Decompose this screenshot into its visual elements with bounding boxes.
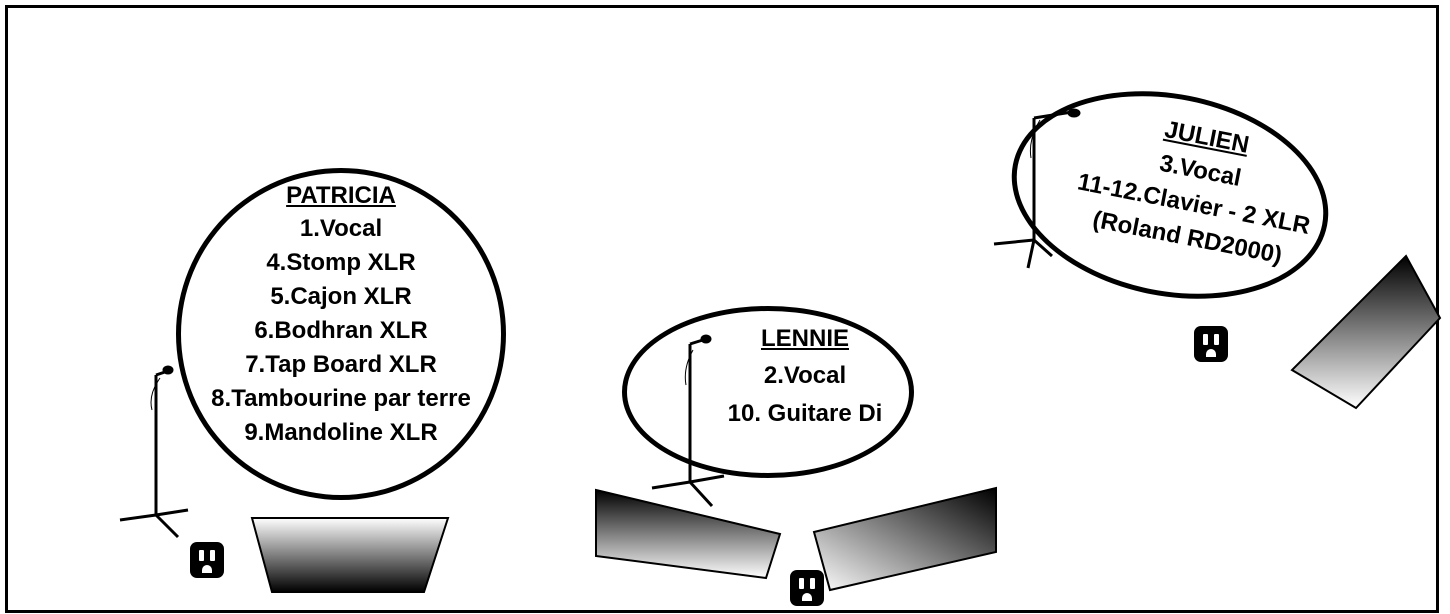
stage-border (5, 5, 1439, 613)
performer-name: LENNIE (760, 325, 849, 352)
channel-line: 6.Bodhran XLR (254, 317, 428, 344)
performer-name: PATRICIA (286, 182, 396, 209)
performer-label-lennie: LENNIE 2.Vocal 10. Guitare Di (700, 322, 910, 432)
stage-monitor-wedge-icon (1290, 254, 1442, 410)
channel-line: 4.Stomp XLR (266, 249, 416, 276)
performer-label-patricia: PATRICIA 1.Vocal 4.Stomp XLR 5.Cajon XLR… (190, 180, 492, 450)
performer-circle-patricia (176, 168, 506, 500)
power-outlet-icon (790, 570, 824, 606)
microphone-stand-icon (993, 108, 1081, 269)
channel-line: 5.Cajon XLR (270, 283, 412, 310)
performer-circle-lennie (622, 306, 914, 478)
channel-line: 10. Guitare Di (727, 400, 883, 427)
stage-monitor-wedge-icon (812, 486, 997, 592)
channel-line: 1.Vocal (299, 215, 383, 242)
channel-line: 2.Vocal (763, 362, 847, 389)
microphone-stand-icon (651, 334, 725, 508)
channel-line: 9.Mandoline XLR (244, 419, 438, 446)
channel-line: 8.Tambourine par terre (211, 385, 471, 412)
power-outlet-icon (190, 542, 224, 578)
microphone-stand-icon (119, 365, 189, 539)
stage-monitor-wedge-icon (250, 517, 450, 593)
stage-monitor-wedge-icon (595, 488, 782, 580)
power-outlet-icon (1194, 326, 1228, 362)
channel-line: 7.Tap Board XLR (245, 351, 437, 378)
